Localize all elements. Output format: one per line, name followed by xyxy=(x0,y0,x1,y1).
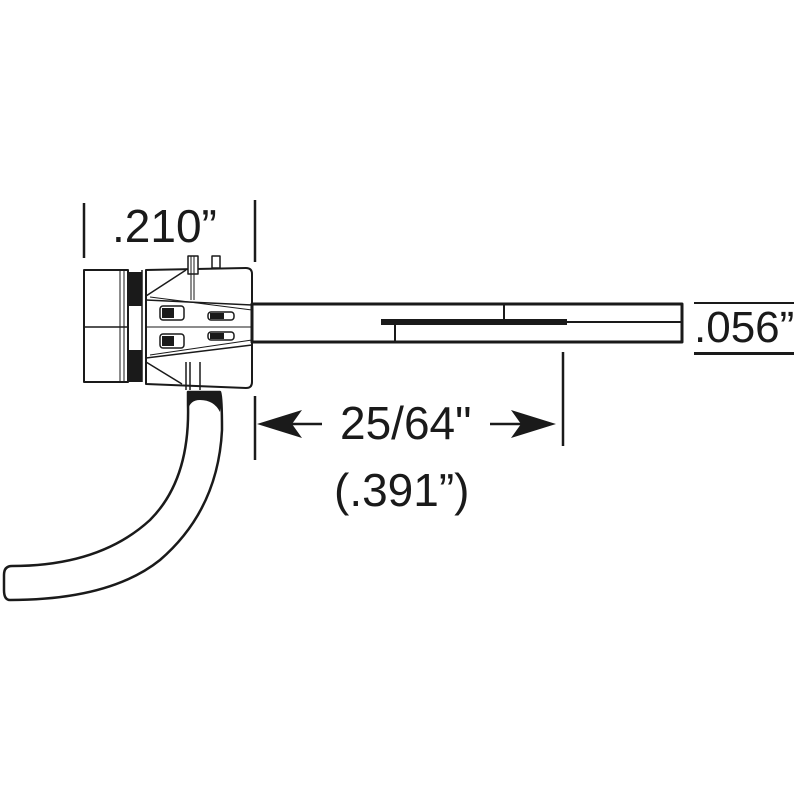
trip-pin xyxy=(2,390,224,602)
coupler-body xyxy=(145,255,253,390)
coupler-knuckle-face xyxy=(83,269,143,383)
coupler-shank xyxy=(250,302,684,344)
shank-length-decimal-label: (.391”) xyxy=(334,464,470,516)
shank-thickness-dimension-label: .056” xyxy=(694,302,795,355)
dim-2564-right-arrow xyxy=(490,410,556,438)
head-width-dimension-label: .210” xyxy=(112,200,217,252)
shank-length-fraction-label: 25/64" xyxy=(340,397,472,449)
dim-2564-left-arrow xyxy=(257,410,322,438)
